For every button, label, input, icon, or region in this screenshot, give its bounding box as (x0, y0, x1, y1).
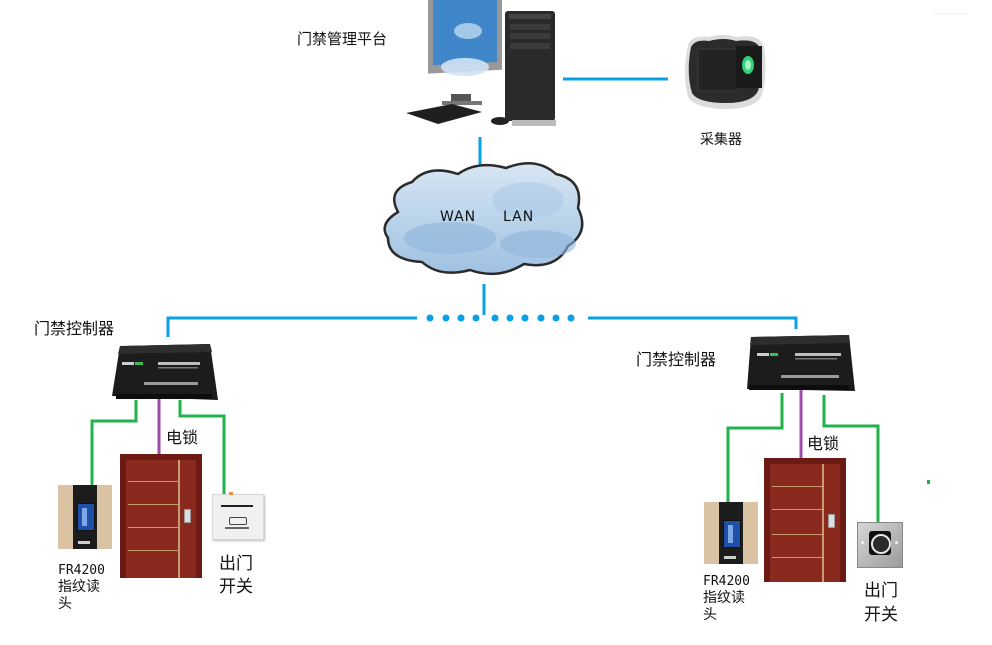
site1-exit-switch-icon[interactable] (212, 494, 264, 540)
site1-reader-label-line1: FR4200 (58, 563, 105, 578)
bus-dot (506, 314, 514, 322)
site2-fingerprint-reader-icon[interactable] (704, 502, 758, 564)
bus-dot (426, 314, 434, 322)
site1-reader-label-line2: 指纹读 (58, 579, 100, 595)
site2-controller-icon[interactable] (745, 333, 857, 395)
site2-reader-wire (726, 393, 784, 502)
site2-reader-label-line1: FR4200 (703, 574, 750, 589)
site2-exit-switch-icon[interactable] (857, 522, 903, 568)
site1-exit-label-line2: 开关 (219, 577, 253, 597)
door-handle-icon (828, 514, 835, 528)
lan-label: LAN (503, 209, 535, 225)
platform-label: 门禁管理平台 (297, 30, 388, 48)
bus-dot (457, 314, 465, 322)
door-handle-icon (184, 509, 191, 523)
site2-door-icon (764, 458, 846, 582)
site1-controller-icon[interactable] (108, 340, 220, 402)
site2-exit-label-line1: 出门 (864, 581, 898, 601)
enroller-label: 采集器 (700, 132, 742, 148)
site1-exit-wire (178, 400, 226, 495)
cloud-icon: WAN LAN (378, 160, 590, 278)
bus-left (166, 316, 417, 337)
bus-right (588, 316, 798, 329)
wan-label: WAN (440, 209, 477, 225)
site1-exit-switch-led (229, 492, 233, 495)
site2-reader-label-line3: 头 (703, 607, 717, 623)
site2-reader-label-line2: 指纹读 (703, 590, 745, 606)
site2-controller-label: 门禁控制器 (636, 350, 717, 369)
fingerprint-enroller-icon[interactable] (682, 33, 768, 111)
site2-exit-wire (822, 395, 880, 525)
bus-dots (426, 314, 575, 322)
site1-door-icon (120, 454, 202, 578)
stray-dot (927, 480, 930, 484)
site2-exit-label-line2: 开关 (864, 605, 898, 625)
bus-dot (552, 314, 560, 322)
site1-controller-label: 门禁控制器 (34, 319, 115, 338)
bus-dot (472, 314, 480, 322)
site1-fingerprint-reader-icon[interactable] (58, 485, 112, 549)
bus-dot (521, 314, 529, 322)
site1-reader-wire (90, 400, 138, 485)
site1-lock-label: 电锁 (166, 428, 199, 447)
bus-dot (567, 314, 575, 322)
site1-reader-label-line3: 头 (58, 596, 72, 612)
bus-dot (491, 314, 499, 322)
site2-lock-label: 电锁 (807, 434, 840, 453)
site1-exit-label-line1: 出门 (219, 554, 253, 574)
bus-dot (537, 314, 545, 322)
bus-dot (442, 314, 450, 322)
